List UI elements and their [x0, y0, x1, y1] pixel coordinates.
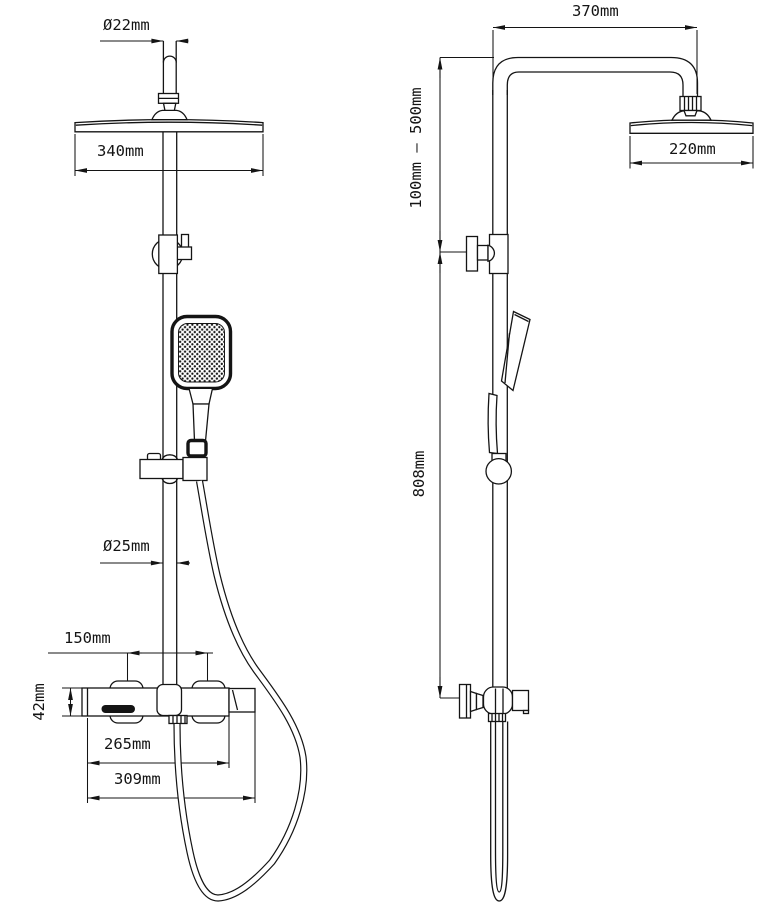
- dim-label-arm-reach: 370mm: [572, 2, 619, 20]
- head-connector-nut-front: [157, 92, 180, 112]
- dim-label-riser-diameter: Ø25mm: [103, 537, 150, 555]
- dim-height-chain: 100mm — 500mm 808mm: [407, 56, 494, 699]
- hand-shower-side: [487, 310, 531, 455]
- dim-valve-body-width: 265mm: [86, 716, 230, 803]
- front-view: Ø22mm 340mm: [30, 16, 308, 902]
- slider-knob-side: [485, 452, 513, 485]
- dim-head-width: 340mm: [74, 134, 264, 176]
- wall-bracket-front: [151, 233, 193, 275]
- mixer-valve-front: [81, 680, 256, 725]
- wall-bracket-side: [465, 233, 509, 275]
- hand-shower: [170, 314, 233, 458]
- dim-label-valve-body-width: 265mm: [104, 735, 151, 753]
- dim-label-riser-adjust-range: 100mm — 500mm: [407, 87, 425, 208]
- riser-pipe-front: [162, 132, 178, 687]
- shower-hose-side: [490, 721, 509, 902]
- dim-label-head-depth: 220mm: [669, 140, 716, 158]
- dim-label-valve-height: 42mm: [30, 683, 48, 720]
- dim-valve-height: 42mm: [30, 683, 83, 721]
- dim-inlet-spacing: 150mm: [48, 629, 213, 681]
- dim-label-column-height: 808mm: [410, 451, 428, 498]
- slider-holder: [139, 452, 208, 485]
- dim-pipe-diameter: Ø22mm: [100, 16, 189, 44]
- overhead-shower-front: [74, 109, 264, 133]
- shower-hose-front: [173, 480, 308, 902]
- riser-pipe-side: [492, 90, 508, 688]
- dim-label-inlet-spacing: 150mm: [64, 629, 111, 647]
- dim-label-valve-overall-width: 309mm: [114, 770, 161, 788]
- mixer-valve-side: [458, 683, 530, 723]
- dim-riser-diameter: Ø25mm: [100, 537, 190, 566]
- side-view: 370mm 220mm: [407, 2, 754, 902]
- overhead-shower-side: [629, 95, 754, 134]
- dim-head-depth: 220mm: [629, 136, 754, 169]
- shower-arm-side: [492, 56, 699, 97]
- dim-label-pipe-diameter: Ø22mm: [103, 16, 150, 34]
- dim-arm-reach: 370mm: [492, 2, 698, 94]
- dim-valve-overall-width: 309mm: [87, 712, 256, 803]
- shower-arm-stub-front: [162, 41, 177, 94]
- dim-label-head-width: 340mm: [97, 142, 144, 160]
